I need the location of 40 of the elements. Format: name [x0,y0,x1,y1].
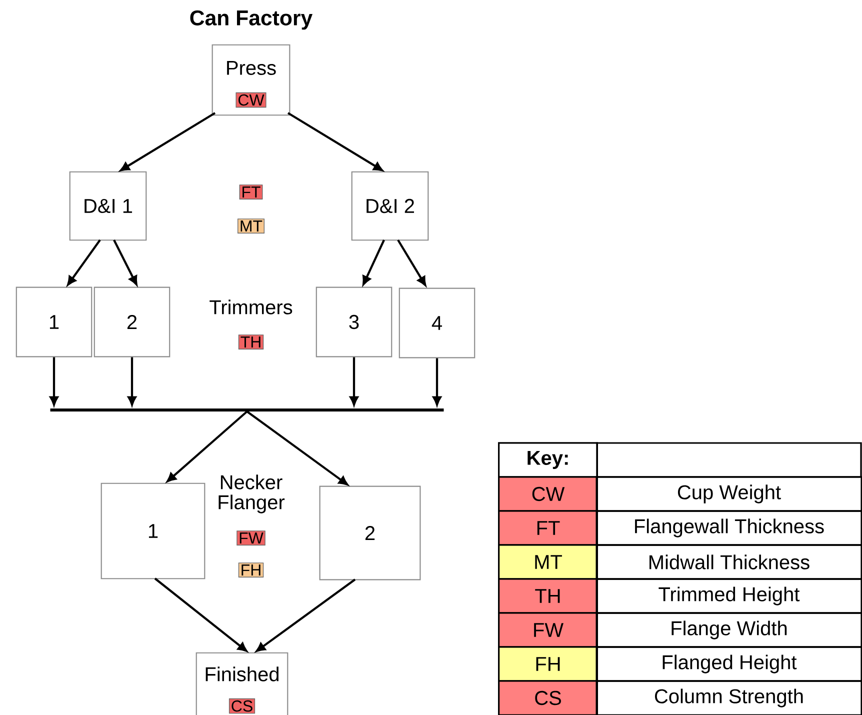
arrow [350,357,358,406]
arrow [67,239,101,286]
process-box: 1 [16,286,92,358]
arrow [128,357,136,406]
junction-bar [50,408,444,412]
code-badge: FT [239,184,263,200]
arrow [113,240,138,286]
process-box: 1 [100,482,206,580]
arrow [432,358,442,406]
legend-label: Column Strength [596,680,862,715]
process-box: Press CW [212,44,290,116]
code-badge: FW [236,530,266,546]
process-box: 2 [94,286,170,358]
legend-label: Trimmed Height [596,578,862,614]
code-badge: TH [238,334,264,350]
arrow [50,357,58,406]
arrow [287,112,383,172]
arrow [362,240,385,286]
arrow [246,410,348,486]
legend-label: Flangewall Thickness [596,510,862,546]
legend-label: Midwall Thickness [596,544,862,580]
process-box: 4 [398,288,476,358]
code-badge: FH [238,562,264,578]
process-box: 2 [319,486,421,580]
code-badge: MT [238,218,264,234]
legend-label: Flanged Height [596,646,862,682]
process-box: 3 [316,286,392,358]
title: Can Factory [190,10,313,30]
process-box: Finished CS [196,652,288,715]
legend-label: Cup Weight [596,476,862,512]
arrow [256,578,356,652]
process-box: D&I 2 [351,171,429,241]
arrow [120,112,216,172]
stage-label: Necker Flanger [218,474,285,514]
arrow [397,239,426,286]
legend-label: Flange Width [596,612,862,648]
arrow [166,410,248,482]
stage-label: Trimmers [210,300,292,314]
process-box: D&I 1 [69,171,147,241]
arrow [154,578,248,652]
